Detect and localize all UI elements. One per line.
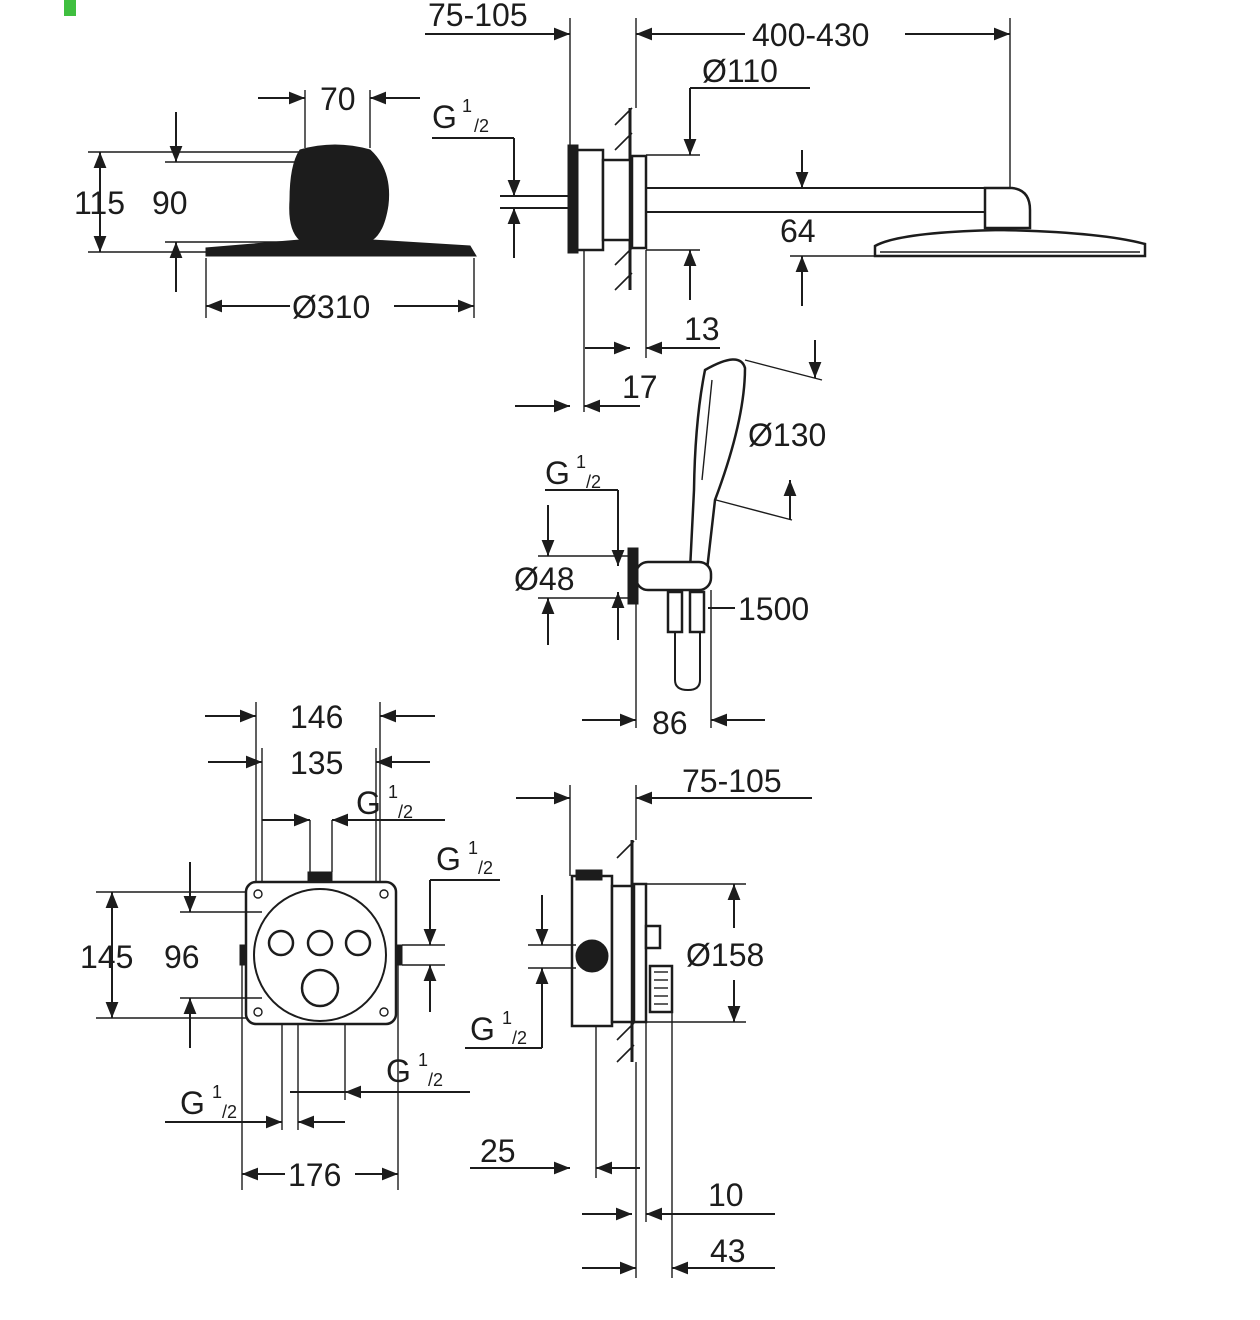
shower-arm-head xyxy=(873,228,1147,258)
thread-label-side: G 1 /2 xyxy=(470,1008,527,1048)
accent-mark xyxy=(64,0,76,16)
thermostat-side-view: 75-105 Ø158 G 1 /2 25 10 43 xyxy=(465,763,812,1278)
dim-wall-depth: 75-105 xyxy=(428,0,528,33)
svg-text:G: G xyxy=(180,1085,205,1121)
svg-text:/2: /2 xyxy=(512,1028,527,1048)
overhead-shower-view: 70 115 90 Ø310 xyxy=(74,81,477,325)
dim-projection: 86 xyxy=(652,705,688,741)
dim-flange-depth: 13 xyxy=(684,311,720,347)
dim-hose-length: 1500 xyxy=(738,591,809,627)
thermostat-button-middle xyxy=(306,929,334,957)
svg-text:G: G xyxy=(432,99,457,135)
dim-side-depth-10: 10 xyxy=(708,1177,744,1213)
dim-plate-diameter: Ø158 xyxy=(686,937,764,973)
svg-text:G: G xyxy=(545,455,570,491)
svg-text:/2: /2 xyxy=(428,1070,443,1090)
thread-label-front-right: G 1 /2 xyxy=(436,838,493,878)
svg-text:G: G xyxy=(436,841,461,877)
dim-outlet-diameter: Ø48 xyxy=(514,561,574,597)
svg-text:1: 1 xyxy=(468,838,478,858)
overhead-shower-body xyxy=(205,144,477,257)
dim-side-wall-depth: 75-105 xyxy=(682,763,782,799)
svg-text:1: 1 xyxy=(418,1050,428,1070)
svg-text:/2: /2 xyxy=(478,858,493,878)
dim-offset: 17 xyxy=(622,369,658,405)
dim-outer-height: 145 xyxy=(80,939,133,975)
dim-height-115: 115 xyxy=(74,185,125,221)
svg-text:1: 1 xyxy=(462,96,472,116)
dim-diameter-310: Ø310 xyxy=(292,289,370,325)
thermostat-knob xyxy=(300,968,340,1008)
thread-label-arm: G 1 /2 xyxy=(432,96,489,136)
dim-width-70: 70 xyxy=(320,81,356,117)
wall-hatch-side xyxy=(616,840,635,1063)
hand-shower-view: Ø130 G 1 /2 Ø48 1500 86 xyxy=(514,340,826,741)
dim-side-depth-25: 25 xyxy=(480,1133,516,1169)
dim-head-height: 64 xyxy=(780,213,816,249)
dim-outer-width: 146 xyxy=(290,699,343,735)
thread-label-hand: G 1 /2 xyxy=(545,452,601,492)
dim-box-width: 176 xyxy=(288,1157,341,1193)
svg-text:1: 1 xyxy=(388,782,398,802)
dim-side-depth-43: 43 xyxy=(710,1233,746,1269)
svg-text:1: 1 xyxy=(576,452,586,472)
thread-label-front-bottom-right: G 1 /2 xyxy=(386,1050,443,1090)
dim-hand-head-diameter: Ø130 xyxy=(748,417,826,453)
dim-flange-diameter: Ø110 xyxy=(702,53,778,89)
svg-text:/2: /2 xyxy=(474,116,489,136)
svg-text:/2: /2 xyxy=(586,472,601,492)
svg-text:1: 1 xyxy=(212,1082,222,1102)
hand-shower-body xyxy=(688,358,747,572)
shower-arm-view: 75-105 400-430 Ø110 G 1 /2 64 13 xyxy=(425,0,1147,413)
svg-text:/2: /2 xyxy=(398,802,413,822)
thermostat-front-view: 146 135 G 1 /2 G 1 /2 xyxy=(80,699,500,1193)
svg-text:/2: /2 xyxy=(222,1102,237,1122)
dim-inner-height: 96 xyxy=(164,939,200,975)
dim-height-90: 90 xyxy=(152,185,188,221)
svg-text:G: G xyxy=(470,1011,495,1047)
thermostat-button-right xyxy=(344,929,372,957)
thermostat-button-left xyxy=(267,929,295,957)
thread-label-front-bottom-left: G 1 /2 xyxy=(180,1082,237,1122)
svg-text:G: G xyxy=(356,785,381,821)
thread-label-front-top: G 1 /2 xyxy=(356,782,413,822)
dim-inner-width: 135 xyxy=(290,745,343,781)
svg-text:1: 1 xyxy=(502,1008,512,1028)
dim-arm-length: 400-430 xyxy=(752,17,869,53)
